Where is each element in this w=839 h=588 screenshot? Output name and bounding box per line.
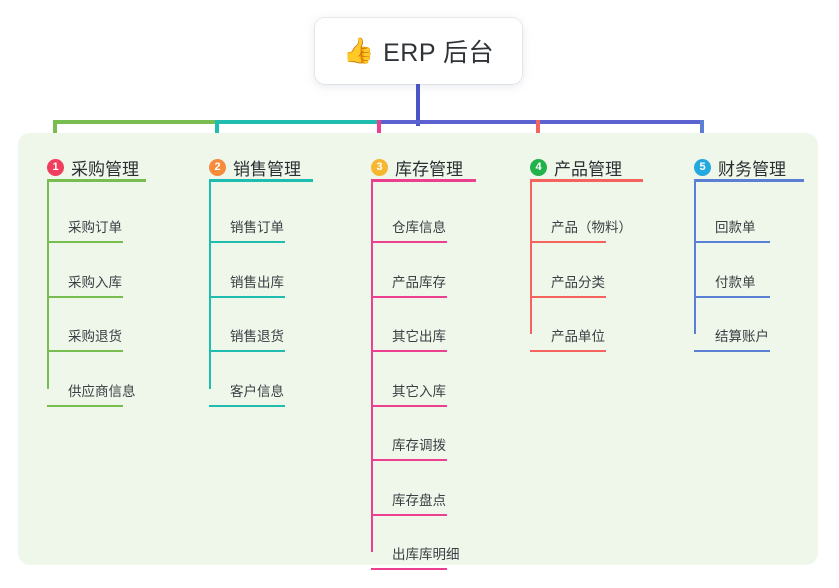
branch-header-rule: [530, 179, 643, 182]
leaf-rule: [209, 404, 285, 407]
leaf-rule: [209, 241, 285, 243]
trunk-segment-1: [53, 120, 219, 124]
leaf-rule: [371, 295, 447, 298]
leaf-item[interactable]: 库存调拨: [371, 436, 447, 461]
leaf-item[interactable]: 采购入库: [47, 273, 123, 298]
trunk-segment-2: [215, 120, 381, 124]
leaf-rule: [371, 404, 447, 407]
leaf-item[interactable]: 付款单: [694, 273, 770, 298]
branch-header-采购管理[interactable]: 1 采购管理: [47, 146, 139, 188]
leaf-item[interactable]: 产品分类: [530, 273, 606, 298]
leaf-label: 出库库明细: [392, 547, 460, 562]
leaf-rule: [371, 459, 447, 461]
leaf-item[interactable]: 销售订单: [209, 218, 285, 243]
leaf-item[interactable]: 采购退货: [47, 327, 123, 352]
root-title: ERP 后台: [383, 39, 495, 67]
branch-spine: [47, 182, 49, 389]
leaf-item[interactable]: 销售出库: [209, 273, 285, 298]
leaf-rule: [209, 295, 285, 298]
leaf-item[interactable]: 客户信息: [209, 382, 285, 407]
leaf-label: 库存盘点: [392, 492, 446, 508]
branch-number-badge: 1: [47, 158, 64, 176]
leaf-label: 销售退货: [230, 329, 284, 344]
trunk-segment-3: [377, 120, 704, 124]
leaf-label: 产品（物料）: [551, 220, 632, 235]
branch-title: 销售管理: [233, 159, 301, 179]
branch-title: 财务管理: [718, 159, 786, 179]
leaf-label: 供应商信息: [68, 383, 136, 399]
branch-header-库存管理[interactable]: 3 库存管理: [371, 146, 463, 188]
leaf-label: 结算账户: [715, 329, 769, 344]
branch-spine: [694, 182, 696, 334]
leaf-label: 客户信息: [230, 383, 284, 399]
root-node[interactable]: 👍 ERP 后台: [315, 18, 522, 84]
leaf-item[interactable]: 产品（物料）: [530, 218, 632, 243]
leaf-rule: [694, 350, 770, 352]
leaf-label: 其它入库: [392, 383, 446, 399]
branch-number-badge: 2: [209, 158, 226, 176]
branch-title: 产品管理: [554, 159, 622, 179]
leaf-label: 其它出库: [392, 329, 446, 344]
leaf-label: 销售订单: [230, 220, 284, 235]
leaf-label: 付款单: [715, 274, 756, 290]
leaf-item[interactable]: 库存盘点: [371, 491, 447, 516]
leaf-label: 采购退货: [68, 329, 122, 344]
branch-number-badge: 5: [694, 158, 711, 176]
branch-header-rule: [47, 179, 146, 182]
leaf-label: 仓库信息: [392, 220, 446, 235]
leaf-rule: [47, 404, 123, 407]
leaf-item[interactable]: 其它入库: [371, 382, 447, 407]
leaf-label: 采购订单: [68, 220, 122, 235]
leaf-rule: [47, 241, 123, 243]
leaf-item[interactable]: 采购订单: [47, 218, 123, 243]
leaf-label: 产品库存: [392, 274, 446, 290]
leaf-item[interactable]: 出库库明细: [371, 545, 460, 570]
leaf-rule: [371, 241, 447, 243]
branch-header-rule: [371, 179, 476, 182]
branch-spine: [209, 182, 211, 389]
leaf-item[interactable]: 仓库信息: [371, 218, 447, 243]
branch-spine: [371, 182, 373, 552]
leaf-rule: [47, 295, 123, 298]
leaf-label: 产品单位: [551, 329, 605, 344]
leaf-label: 产品分类: [551, 274, 605, 290]
leaf-item[interactable]: 其它出库: [371, 327, 447, 352]
branch-number-badge: 4: [530, 158, 547, 176]
thumbs-up-icon: 👍: [342, 36, 375, 65]
branch-header-rule: [694, 179, 804, 182]
leaf-rule: [371, 350, 447, 352]
branch-title: 采购管理: [71, 159, 139, 179]
branch-header-销售管理[interactable]: 2 销售管理: [209, 146, 301, 188]
leaf-rule: [694, 295, 770, 298]
leaf-item[interactable]: 供应商信息: [47, 382, 136, 407]
leaf-label: 采购入库: [68, 274, 122, 290]
branch-header-财务管理[interactable]: 5 财务管理: [694, 146, 786, 188]
leaf-item[interactable]: 结算账户: [694, 327, 770, 352]
leaf-rule: [530, 295, 606, 298]
leaf-item[interactable]: 产品库存: [371, 273, 447, 298]
branch-number-badge: 3: [371, 158, 388, 176]
branches-panel: [18, 133, 818, 565]
branch-spine: [530, 182, 532, 334]
leaf-item[interactable]: 销售退货: [209, 327, 285, 352]
leaf-label: 回款单: [715, 220, 756, 235]
leaf-item[interactable]: 回款单: [694, 218, 770, 243]
leaf-rule: [371, 513, 447, 516]
leaf-rule: [47, 350, 123, 352]
leaf-rule: [530, 241, 606, 243]
leaf-label: 库存调拨: [392, 438, 446, 453]
leaf-rule: [694, 241, 770, 243]
root-stem-connector: [416, 84, 420, 126]
branch-title: 库存管理: [395, 159, 463, 179]
leaf-item[interactable]: 产品单位: [530, 327, 606, 352]
branch-header-产品管理[interactable]: 4 产品管理: [530, 146, 622, 188]
leaf-rule: [371, 568, 447, 570]
leaf-rule: [209, 350, 285, 352]
leaf-label: 销售出库: [230, 274, 284, 290]
leaf-rule: [530, 350, 606, 352]
branch-header-rule: [209, 179, 313, 182]
